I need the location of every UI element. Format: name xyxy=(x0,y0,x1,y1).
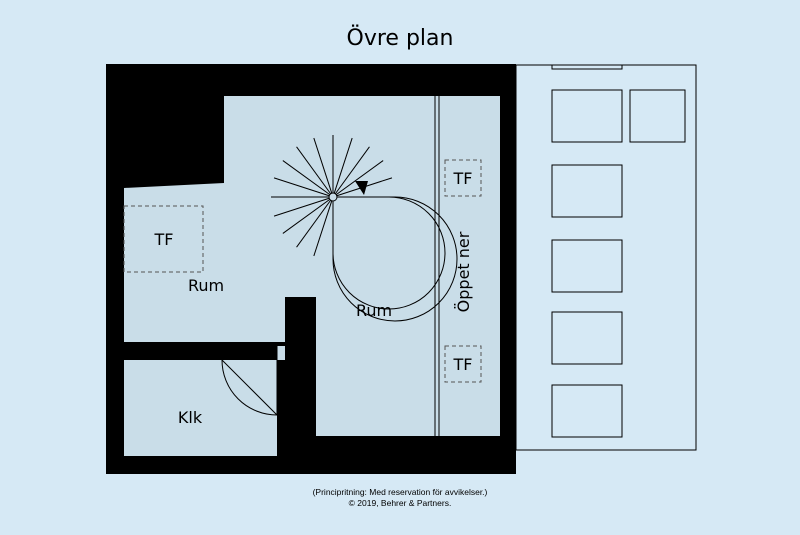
terrace-top-edge xyxy=(551,64,623,70)
spiral-staircase xyxy=(271,135,458,322)
tf-label-left: TF xyxy=(154,230,174,249)
stair-tread xyxy=(273,197,330,217)
stair-tread xyxy=(334,146,370,195)
room-label-center: Rum xyxy=(356,301,392,320)
tf-box xyxy=(444,345,482,383)
room-label-closet: Klk xyxy=(178,408,203,427)
furniture-block xyxy=(551,384,623,438)
footer-disclaimer: (Principritning: Med reservation för avv… xyxy=(313,487,488,497)
furniture-block xyxy=(551,89,623,143)
tf-box xyxy=(444,159,482,197)
stair-inner-rail xyxy=(332,196,446,310)
stair-tread xyxy=(273,177,330,197)
stair-tread xyxy=(296,199,332,248)
stair-tread xyxy=(335,160,384,196)
stair-outer-rail xyxy=(332,196,458,322)
terrace-outline xyxy=(515,64,697,451)
tf-box xyxy=(123,205,204,273)
stair-tread xyxy=(313,137,333,194)
stair-tread xyxy=(296,146,332,195)
stair-direction-arrow xyxy=(355,181,368,195)
furniture-block xyxy=(551,311,623,365)
stair-tread xyxy=(282,198,331,234)
furniture-block xyxy=(551,239,623,293)
closet-door xyxy=(221,346,278,416)
footer-copyright: © 2019, Behrer & Partners. xyxy=(349,498,452,508)
stair-tread xyxy=(333,137,353,194)
furniture-block xyxy=(551,164,623,218)
stair-floor xyxy=(277,346,285,360)
plan-title: Övre plan xyxy=(347,25,454,51)
room-floor xyxy=(124,96,500,436)
room-label-left: Rum xyxy=(188,276,224,295)
furniture-block xyxy=(629,89,686,143)
tf-label-top: TF xyxy=(453,169,473,188)
tf-label-bottom: TF xyxy=(453,355,473,374)
room-label-open-below: Öppet ner xyxy=(454,231,473,312)
stair-tread xyxy=(313,200,333,257)
stair-tread xyxy=(282,160,331,196)
terrace xyxy=(515,64,697,451)
closet-floor xyxy=(124,360,277,456)
